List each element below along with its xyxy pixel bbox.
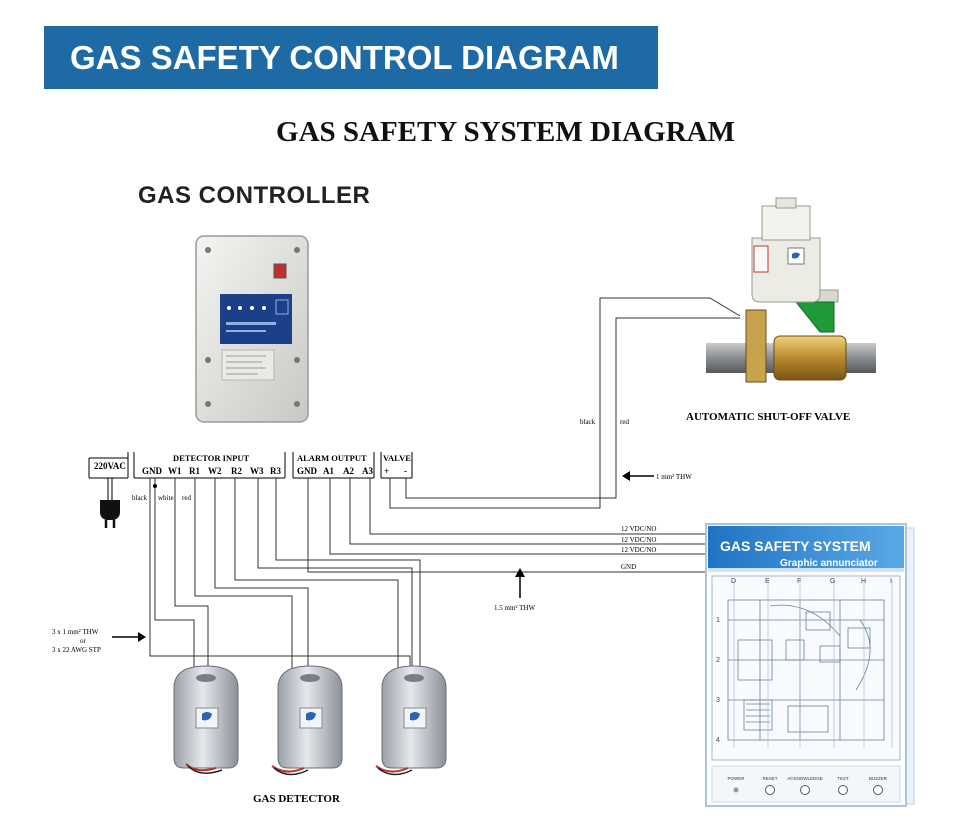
- valve-cable-label: 1 mm² THW: [656, 473, 692, 481]
- acknowledge-button-knob: [800, 785, 810, 795]
- detector-cable-label-1: 3 x 1 mm² THW: [52, 628, 99, 636]
- detector-cable-label-2: 3 x 22 AWG STP: [52, 646, 101, 654]
- term-w1: W1: [168, 466, 182, 476]
- power-plug: [100, 478, 120, 528]
- valve-caption: AUTOMATIC SHUT-OFF VALVE: [686, 411, 850, 423]
- gnd-junction: [153, 484, 157, 488]
- grid-row-1: 1: [716, 617, 720, 624]
- valve-wiring: [389, 297, 741, 509]
- grid-col-f: F: [797, 578, 801, 585]
- detector-input-label: DETECTOR INPUT: [173, 453, 249, 463]
- wire-white-label: white: [158, 494, 174, 502]
- term-alarm-gnd: GND: [297, 466, 318, 476]
- grid-row-3: 3: [716, 697, 720, 704]
- graphic-annunciator: [705, 523, 915, 807]
- test-button-label: TEST: [837, 776, 849, 781]
- gas-detector-1: [173, 665, 239, 774]
- output-2-label: 12 VDC/NO: [621, 536, 656, 544]
- detector-cable-or: or: [80, 637, 87, 645]
- valve-wire-red-label: red: [620, 418, 629, 426]
- reset-button-knob: [765, 785, 775, 795]
- output-1-label: 12 VDC/NO: [621, 525, 656, 533]
- alarm-output-label: ALARM OUTPUT: [297, 453, 367, 463]
- power-led: [733, 787, 739, 793]
- grid-row-2: 2: [716, 657, 720, 664]
- gas-detector-caption: GAS DETECTOR: [253, 793, 341, 805]
- wire-black-label: black: [132, 494, 148, 502]
- grid-col-i: I: [890, 578, 892, 585]
- shut-off-valve: [706, 197, 876, 383]
- grid-col-e: E: [765, 578, 770, 585]
- gas-controller-title: GAS CONTROLLER: [138, 182, 371, 209]
- term-r1: R1: [189, 466, 200, 476]
- buzzer-button-label: BUZZER: [869, 776, 888, 781]
- output-gnd-label: GND: [621, 563, 636, 571]
- buzzer-button-knob: [873, 785, 883, 795]
- output-3-label: 12 VDC/NO: [621, 546, 656, 554]
- gas-controller-device: [195, 235, 309, 423]
- grid-col-g: G: [830, 578, 835, 585]
- grid-row-4: 4: [716, 737, 720, 744]
- annunciator-title: GAS SAFETY SYSTEM: [720, 538, 871, 554]
- gas-detector-2: [271, 665, 343, 776]
- wire-red-label: red: [182, 494, 191, 502]
- grid-col-d: D: [731, 578, 736, 585]
- acknowledge-button-label: ACKNOWLEDGE: [787, 776, 823, 781]
- bus-cable-arrow: [515, 568, 525, 598]
- term-w2: W2: [208, 466, 222, 476]
- term-w3: W3: [250, 466, 264, 476]
- annunciator-subtitle: Graphic annunciator: [780, 558, 878, 569]
- term-a1: A1: [323, 466, 334, 476]
- term-a2: A2: [343, 466, 354, 476]
- term-det-gnd: GND: [142, 466, 163, 476]
- term-a3: A3: [362, 466, 373, 476]
- test-button-knob: [838, 785, 848, 795]
- detector-cable-arrow: [112, 632, 146, 642]
- term-r3: R3: [270, 466, 281, 476]
- term-r2: R2: [231, 466, 242, 476]
- power-button-label: POWER: [727, 776, 745, 781]
- gas-detector-3: [375, 665, 447, 776]
- banner-title: GAS SAFETY CONTROL DIAGRAM: [44, 26, 658, 89]
- system-diagram-title: GAS SAFETY SYSTEM DIAGRAM: [276, 116, 735, 148]
- valve-cable-arrow: [622, 471, 654, 481]
- term-valve-minus: -: [404, 466, 407, 476]
- bus-cable-label: 1.5 mm² THW: [494, 604, 535, 612]
- valve-wire-black-label: black: [580, 418, 596, 426]
- term-valve-plus: +: [384, 466, 389, 476]
- detector-wiring: [149, 478, 421, 676]
- power-terminal-label: 220VAC: [94, 461, 126, 471]
- reset-button-label: RESET: [762, 776, 777, 781]
- alarm-output-wiring: [307, 478, 712, 573]
- grid-col-h: H: [861, 578, 866, 585]
- alarm-indicator-light: [273, 263, 287, 279]
- valve-terminal-label: VALVE: [383, 453, 411, 463]
